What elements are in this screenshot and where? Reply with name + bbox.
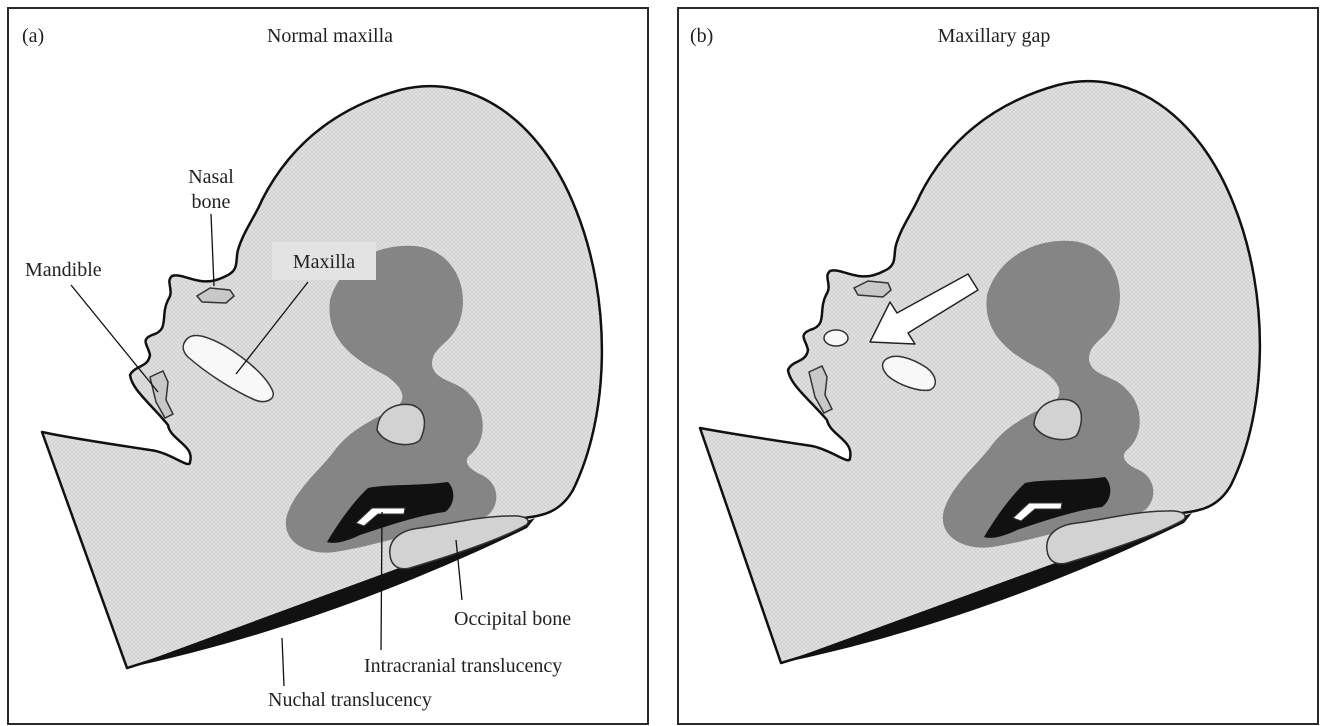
nuchal-translucency-label: Nuchal translucency xyxy=(268,689,432,711)
nasal-bone-label-line1: Nasal xyxy=(188,166,234,188)
maxilla-fragment-upper xyxy=(824,330,848,346)
maxilla-label: Maxilla xyxy=(293,251,355,273)
mandible-label: Mandible xyxy=(25,259,102,281)
panel-b: (b) Maxillary gap xyxy=(672,0,1322,726)
nasal-bone-label-line2: bone xyxy=(192,191,231,213)
panel-b-figure: (b) Maxillary gap xyxy=(672,0,1322,726)
panel-title: Maxillary gap xyxy=(938,25,1051,47)
panel-letter: (a) xyxy=(22,25,44,47)
panel-title: Normal maxilla xyxy=(267,25,393,47)
panel-a: (a) Normal maxilla Maxilla Nasal bone Ma… xyxy=(0,0,650,726)
intracranial-translucency-label: Intracranial translucency xyxy=(364,655,562,677)
panel-letter: (b) xyxy=(690,25,713,47)
occipital-bone-label: Occipital bone xyxy=(454,608,571,630)
panel-a-figure: (a) Normal maxilla Maxilla Nasal bone Ma… xyxy=(0,0,650,726)
